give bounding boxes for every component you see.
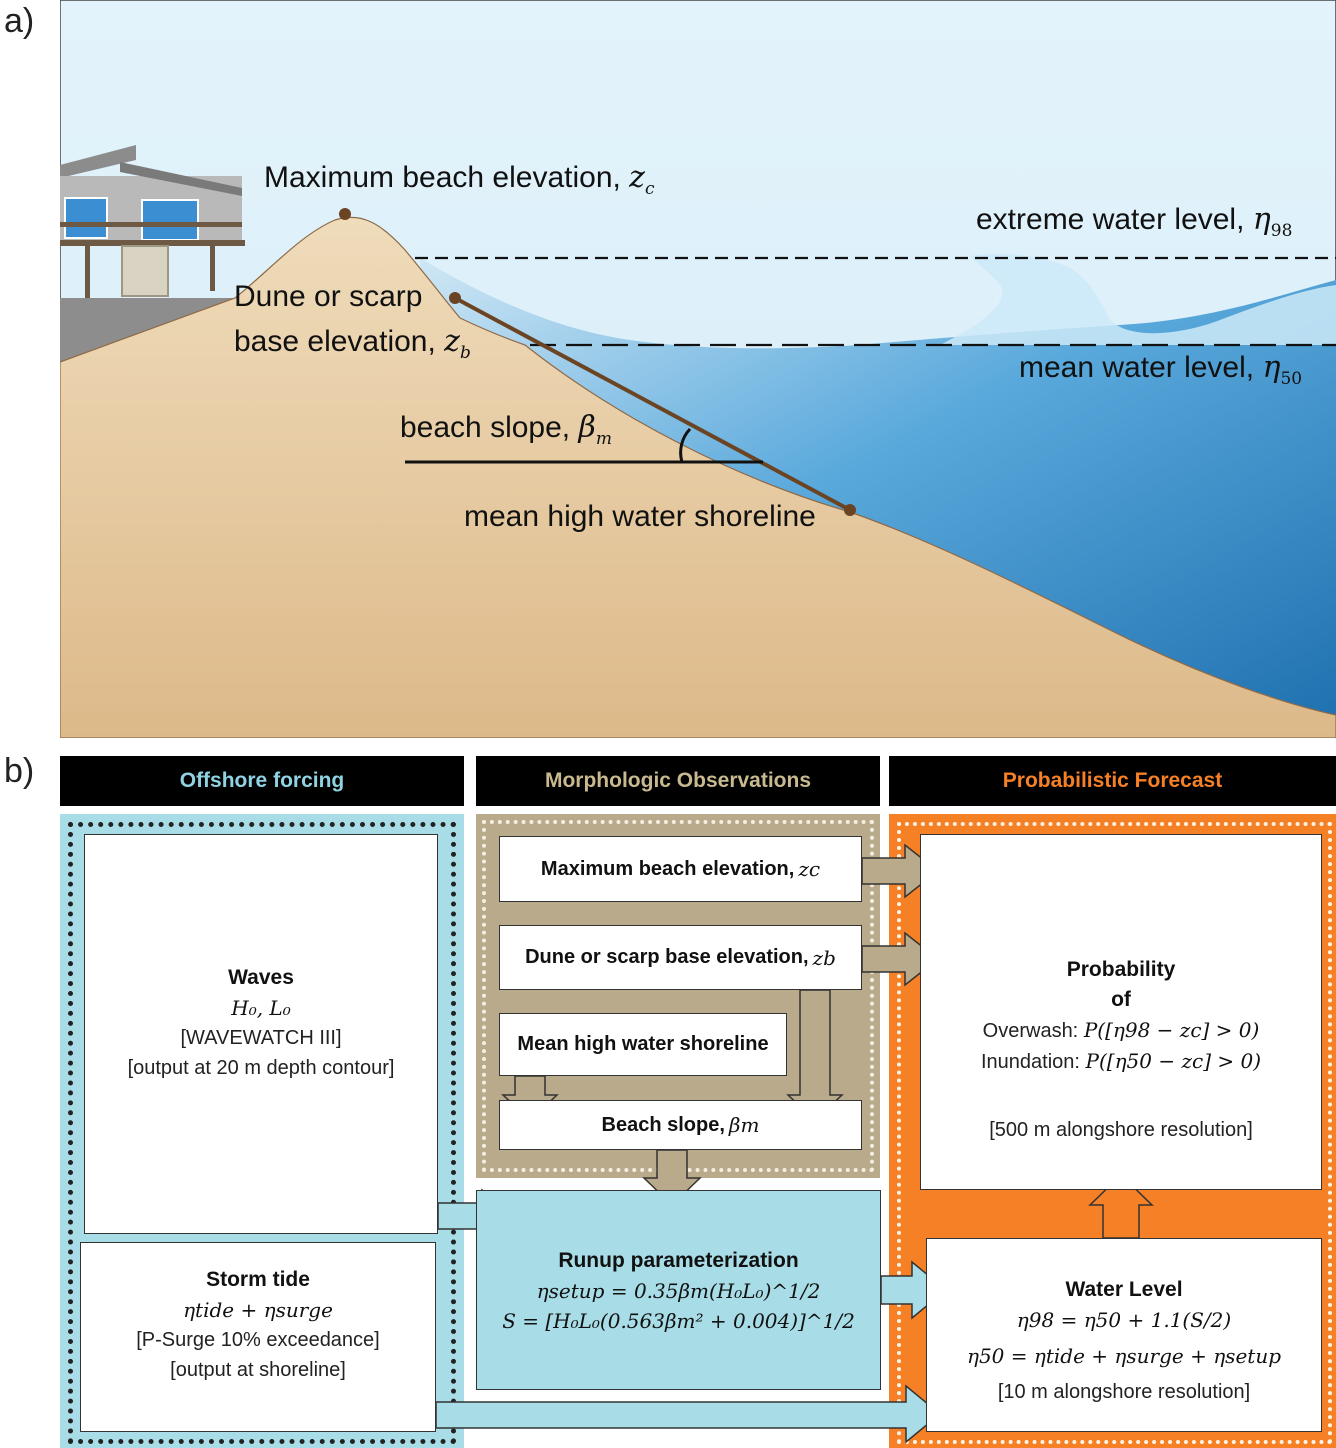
water-level-extreme-equation: η98 = η50 + 1.1(S/2) [1016, 1308, 1232, 1332]
wave-crest [940, 253, 1336, 345]
probability-title-line2: of [1111, 988, 1131, 1011]
runup-box: Runup parameterization ηsetup = 0.35βm(H… [476, 1190, 881, 1390]
dune-base-label-line2: base elevation, zb [234, 324, 471, 363]
runup-swash-equation: S = [H₀L₀(0.563βm² + 0.004)]^1/2 [502, 1309, 855, 1333]
waves-output: [output at 20 m depth contour] [127, 1057, 395, 1079]
waves-model: [WAVEWATCH III] [180, 1027, 342, 1049]
header-offshore-forcing: Offshore forcing [60, 756, 464, 806]
waves-variables: H₀, L₀ [231, 996, 291, 1020]
max-elevation-box: Maximum beach elevation, zc [499, 836, 862, 902]
storm-tide-model: [P-Surge 10% exceedance] [136, 1329, 380, 1351]
probabilistic-dotted-border [897, 822, 1332, 1444]
overwash-probability: Overwash: P([η98 − zc] > 0) [982, 1018, 1260, 1042]
water-level-box: Water Level η98 = η50 + 1.1(S/2) η50 = η… [926, 1238, 1322, 1432]
dune-base-marker [449, 292, 461, 304]
water-level-resolution: [10 m alongshore resolution] [997, 1381, 1251, 1403]
dune-base-label-line1: Dune or scarp [234, 280, 423, 313]
runup-title: Runup parameterization [558, 1249, 799, 1272]
header-probabilistic-forecast: Probabilistic Forecast [889, 756, 1336, 806]
arrow-storm-tide-to-water-level [435, 1384, 942, 1444]
dune-base-box: Dune or scarp base elevation, zb [499, 925, 862, 990]
storm-tide-output: [output at shoreline] [170, 1359, 346, 1381]
storm-tide-formula: ηtide + ηsurge [183, 1298, 333, 1322]
mean-water-level-label: mean water level, η50 [1019, 350, 1303, 389]
header-morphologic-observations: Morphologic Observations [476, 756, 880, 806]
max-elevation-marker [339, 208, 351, 220]
slope-angle-arc [679, 427, 692, 463]
beach-profile-illustration [60, 0, 1336, 738]
panel-b-label: b) [4, 752, 35, 790]
probability-box: Probability of Overwash: P([η98 − zc] > … [920, 834, 1322, 1190]
probability-resolution: [500 m alongshore resolution] [989, 1119, 1253, 1141]
offshore-dotted-border [68, 822, 456, 1444]
extreme-water-level-label: extreme water level, η98 [976, 202, 1293, 241]
waves-title: Waves [228, 966, 294, 989]
waves-box: Waves H₀, L₀ [WAVEWATCH III] [output at … [84, 834, 438, 1234]
storm-tide-title: Storm tide [206, 1268, 310, 1291]
water-level-title: Water Level [1065, 1278, 1183, 1301]
panel-a-label: a) [4, 2, 35, 40]
shoreline-label: mean high water shoreline [464, 500, 816, 533]
beach-slope-label: beach slope, βm [400, 410, 612, 449]
beach-slope-line [454, 296, 851, 512]
arrow-water-level-to-probability [1088, 1173, 1154, 1239]
inundation-probability: Inundation: P([η50 − zc] > 0) [980, 1049, 1262, 1073]
storm-tide-box: Storm tide ηtide + ηsurge [P-Surge 10% e… [80, 1242, 436, 1432]
runup-setup-equation: ηsetup = 0.35βm(H₀L₀)^1/2 [536, 1279, 821, 1303]
sand-beach [60, 216, 1336, 738]
probability-title-line1: Probability [1066, 958, 1176, 981]
shoreline-marker [844, 504, 856, 516]
shoreline-box: Mean high water shoreline [499, 1013, 787, 1076]
max-beach-elevation-label: Maximum beach elevation, zc [264, 160, 655, 199]
beach-slope-box: Beach slope, βm [499, 1100, 862, 1150]
water-level-mean-equation: η50 = ηtide + ηsurge + ηsetup [966, 1344, 1282, 1368]
